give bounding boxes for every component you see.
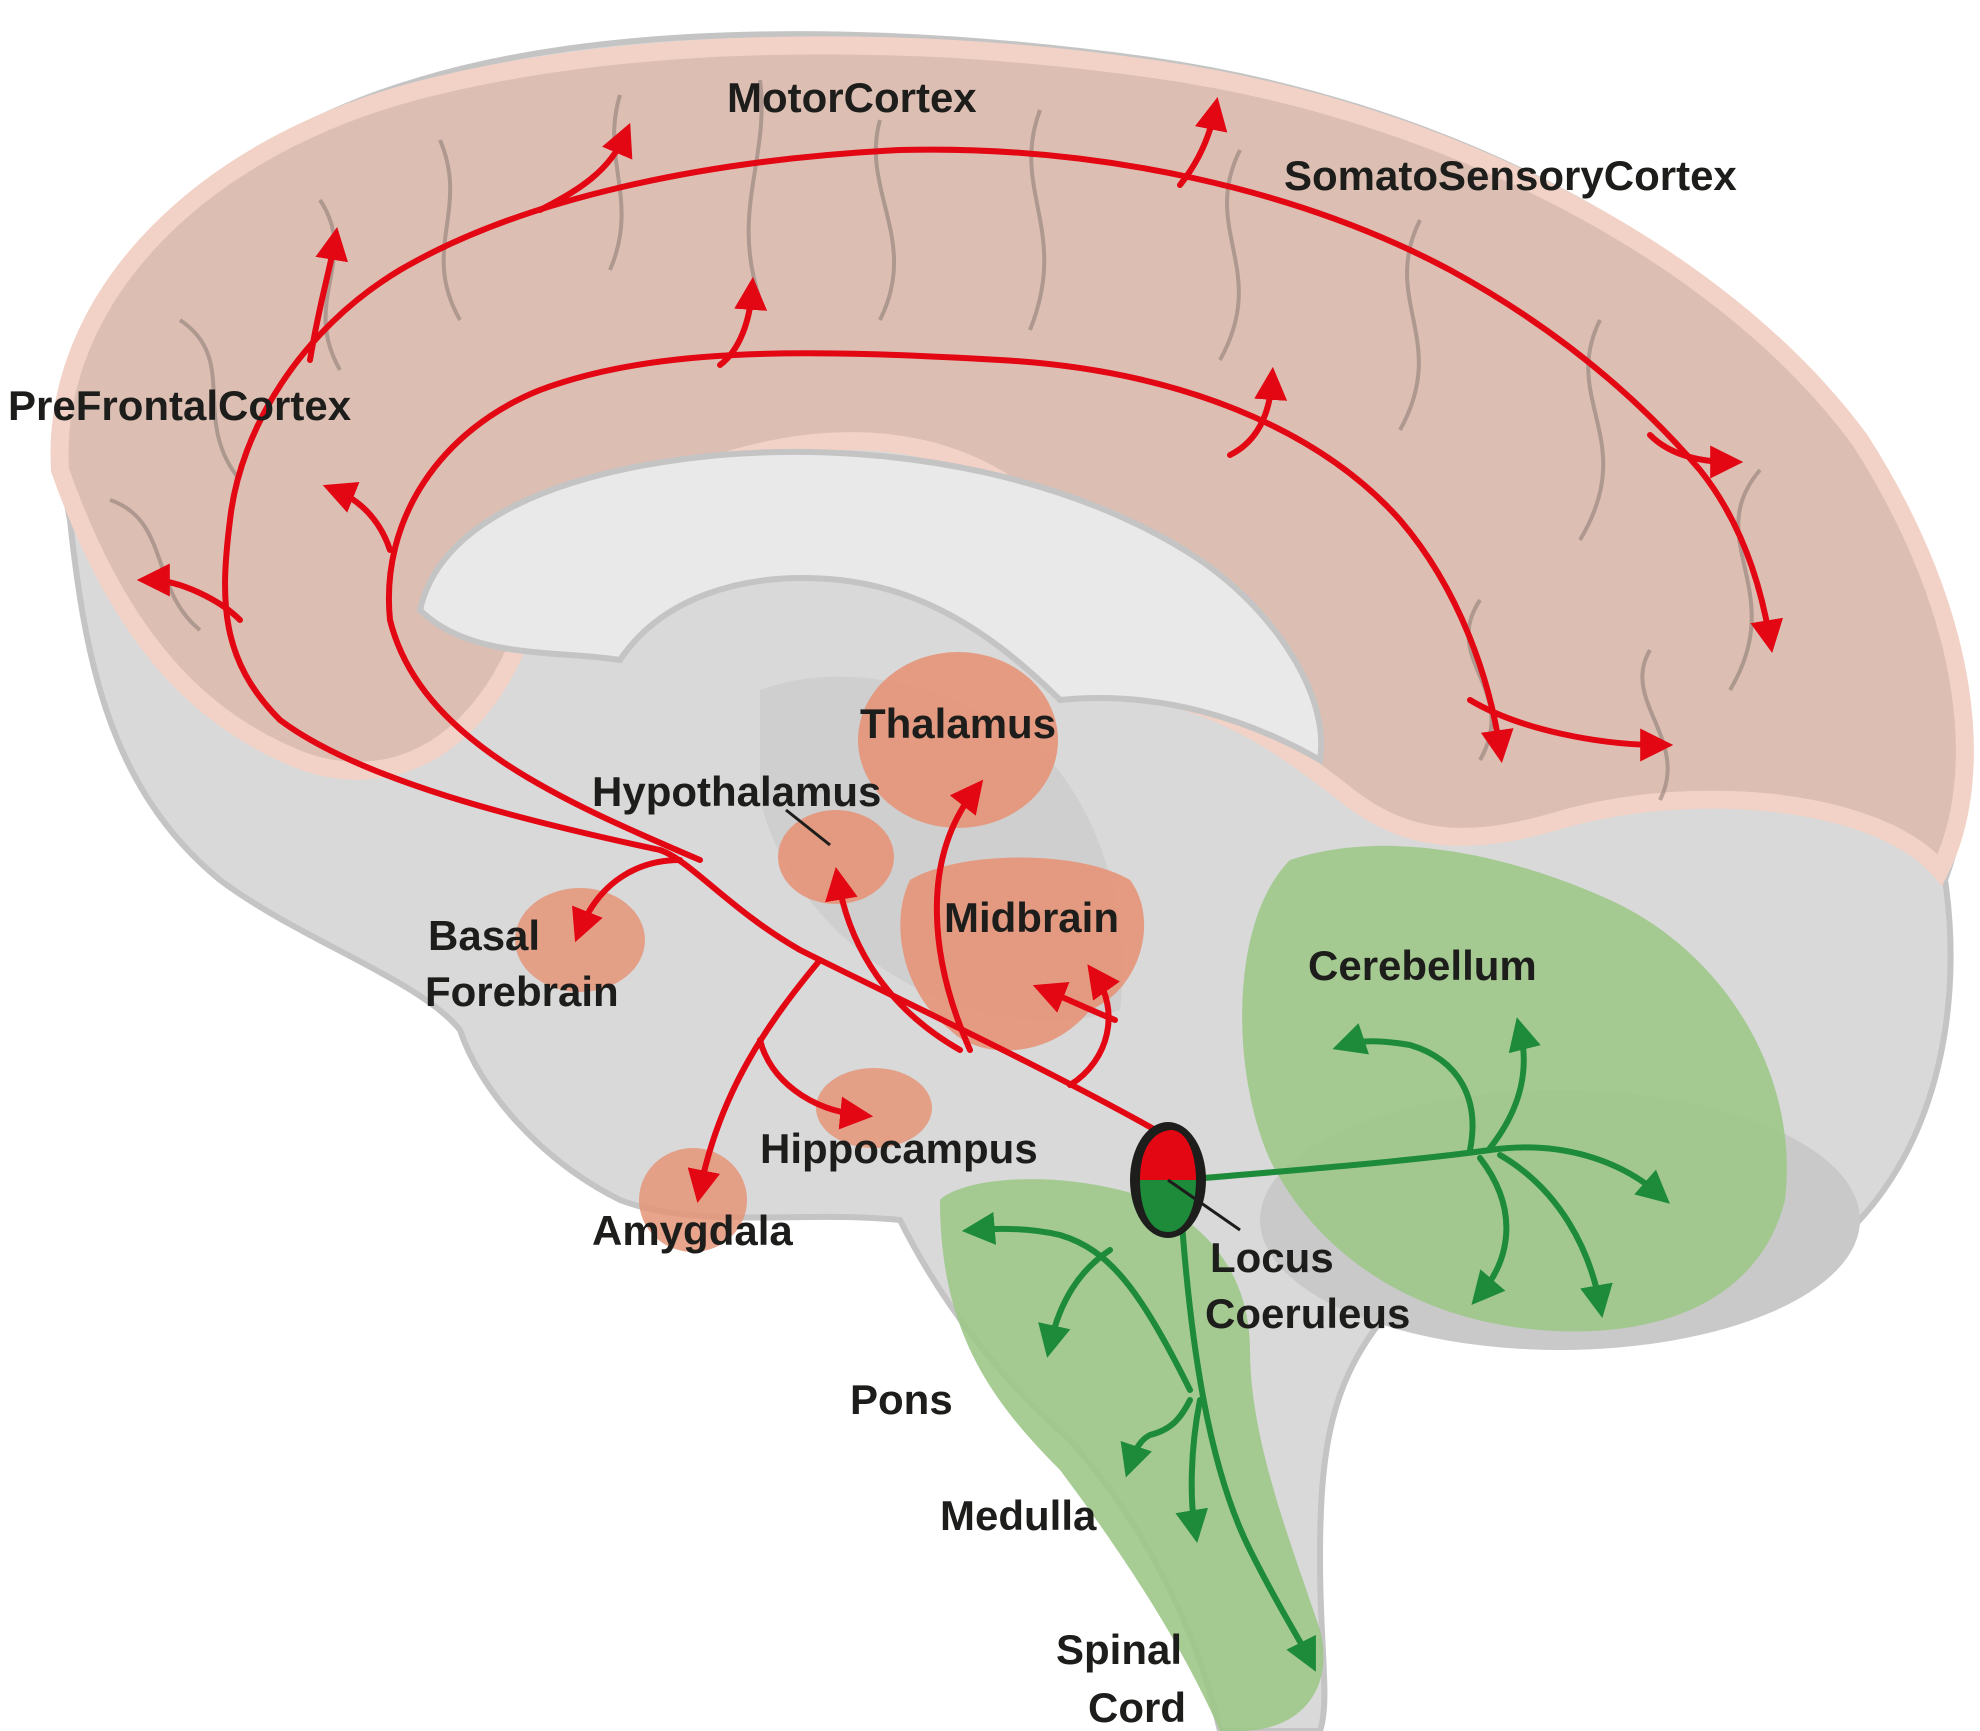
thalamus-region [858,652,1058,828]
green-branch-cb-1 [1332,1023,1476,1153]
red-branch-motor-2 [1177,97,1228,188]
red-branch-motor [537,122,633,213]
red-outer-loop [222,146,1784,853]
label-hippocampus: Hippocampus [760,1125,1038,1172]
locus-coeruleus-leader [1167,1178,1241,1232]
green-branch-cb-4 [1471,1155,1510,1306]
green-branch-pons-1 [961,1211,1193,1393]
locus-coeruleus-marker [785,808,1241,1238]
green-branch-medulla-2 [1175,1397,1209,1544]
label-cerebellum: Cerebellum [1308,942,1537,989]
cerebellum-region [1242,845,1787,1332]
red-branch-parietal [1467,697,1674,762]
green-trunk-spinal [1177,1192,1316,1672]
red-branch-cingulate-2 [1227,366,1288,458]
red-branch-basal [572,857,683,943]
green-branch-cb-3 [1497,1152,1613,1318]
locus-coeruleus-green-half [1140,1180,1196,1232]
label-thalamus: Thalamus [860,700,1056,747]
hypothalamus-leader [785,808,831,847]
label-basal-forebrain-1: Basal [428,912,540,959]
green-branch-cb-2 [1487,1017,1541,1151]
label-spinal-cord-2: Cord [1088,1684,1186,1731]
midbrain-region [900,857,1145,1051]
label-midbrain: Midbrain [944,894,1119,941]
green-branch-medulla-1 [1120,1397,1193,1478]
label-basal-forebrain-2: Forebrain [425,968,619,1015]
red-branch-hypothalamus [825,866,963,1053]
label-pons: Pons [850,1376,953,1423]
green-branch-pons-2 [1038,1247,1113,1358]
green-projections [961,1017,1670,1672]
label-amygdala: Amygdala [592,1207,793,1254]
label-somatosensory-cortex: SomatoSensoryCortex [1284,152,1737,199]
red-branch-amygdala [687,957,823,1203]
label-hypothalamus: Hypothalamus [592,768,881,815]
red-branch-hippocampus [757,1037,874,1130]
label-prefrontal-cortex: PreFrontalCortex [8,382,352,429]
red-inner-loop [385,350,1514,863]
hypothalamus-region [778,810,894,904]
label-motor-cortex: MotorCortex [727,74,977,121]
nuclei [515,652,1145,1252]
red-branch-midbrain-2 [1032,982,1118,1023]
label-locus-coeruleus-1: Locus [1210,1234,1334,1281]
red-branch-frontal-inner [322,482,393,553]
locus-coeruleus-red-half [1140,1130,1196,1180]
red-branch-prefrontal [136,563,243,623]
red-branch-prefrontal-2 [307,226,349,363]
red-branch-somato [1647,432,1744,479]
green-trunk-cerebellum [1177,1144,1670,1204]
red-branch-thalamus [933,779,984,1053]
red-branch-midbrain [1067,964,1120,1088]
red-projections [136,97,1784,1203]
corpus-callosum-area [416,448,1325,765]
red-branch-cingulate [717,276,768,368]
label-spinal-cord-1: Spinal [1056,1626,1182,1673]
label-locus-coeruleus-2: Coeruleus [1205,1290,1410,1337]
labels: MotorCortex SomatoSensoryCortex PreFront… [8,74,1737,1731]
label-medulla: Medulla [940,1492,1097,1539]
